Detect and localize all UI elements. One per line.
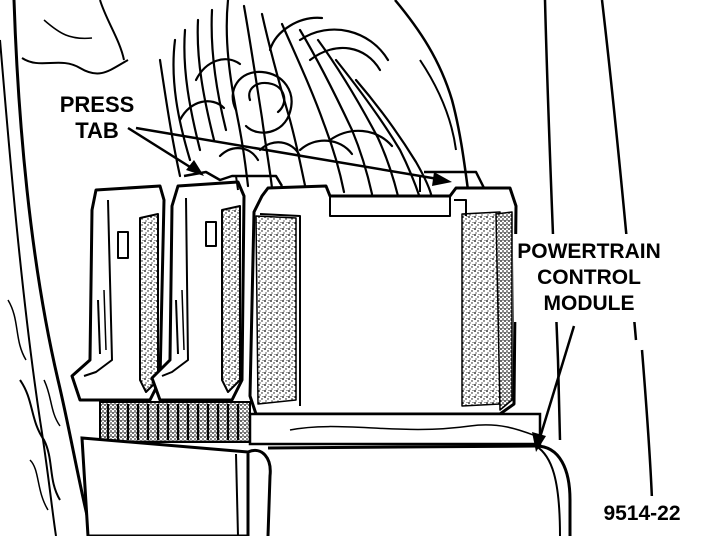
press-tab-leader-2	[135, 126, 445, 182]
pcm-label-line-2: CONTROL	[537, 266, 641, 289]
connector-2	[150, 180, 246, 402]
vehicle-body-panel	[0, 0, 654, 536]
pcm-label: POWERTRAIN CONTROL MODULE	[514, 234, 664, 322]
pcm-arrowhead	[532, 432, 546, 452]
press-tab-label-line-2: TAB	[75, 118, 119, 143]
wiring-harness	[158, 0, 434, 200]
pcm-leader	[536, 325, 576, 445]
press-tab-label: PRESS TAB	[60, 92, 135, 143]
pcm-label-line-3: MODULE	[544, 292, 635, 315]
connector-assembly	[70, 170, 518, 416]
pcm-label-line-1: POWERTRAIN	[517, 240, 661, 263]
leader-lines	[127, 126, 576, 445]
leader-arrowheads	[186, 160, 546, 452]
pcm-housing	[80, 436, 572, 536]
press-tab-arrowhead-1	[186, 160, 204, 176]
connector-1	[70, 184, 166, 402]
terminal-strip	[99, 401, 542, 446]
connector-3	[248, 184, 518, 416]
press-tab-label-line-1: PRESS	[60, 92, 135, 117]
press-tab-arrowhead-2	[432, 172, 452, 186]
figure-number: 9514-22	[603, 502, 680, 525]
press-tab-leader-1	[127, 126, 199, 174]
